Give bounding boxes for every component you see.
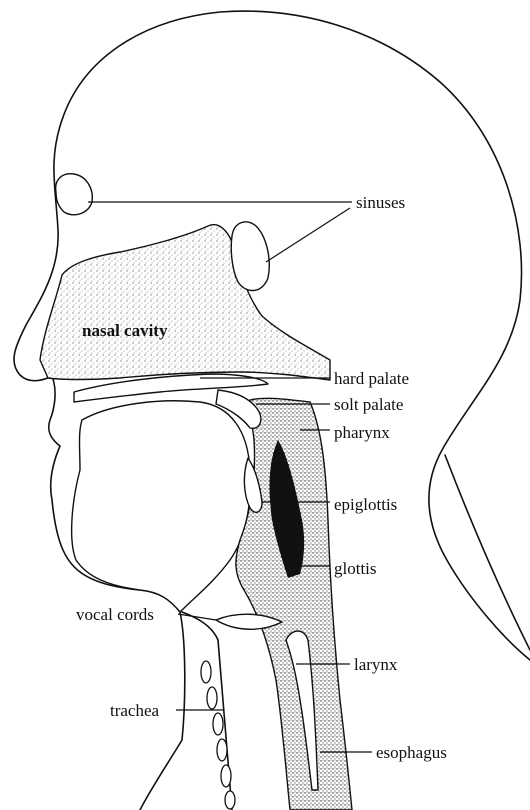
label-pharynx: pharynx (334, 423, 390, 442)
label-epiglottis: epiglottis (334, 495, 397, 514)
leader-sinuses-lower (266, 208, 350, 262)
neck-back-outline (445, 455, 530, 650)
frontal-sinus (56, 174, 93, 215)
label-larynx: larynx (354, 655, 398, 674)
tongue (72, 401, 251, 612)
sphenoid-sinus (231, 222, 269, 291)
label-trachea: trachea (110, 701, 160, 720)
label-soft-palate: solt palate (334, 395, 403, 414)
label-esophagus: esophagus (376, 743, 447, 762)
label-hard-palate: hard palate (334, 369, 409, 388)
label-glottis: glottis (334, 559, 377, 578)
pharynx-region (236, 398, 352, 810)
label-nasal-cavity: nasal cavity (82, 321, 168, 340)
label-vocal-cords: vocal cords (76, 605, 154, 624)
nasal-cavity-region (40, 225, 330, 380)
label-sinuses: sinuses (356, 193, 405, 212)
